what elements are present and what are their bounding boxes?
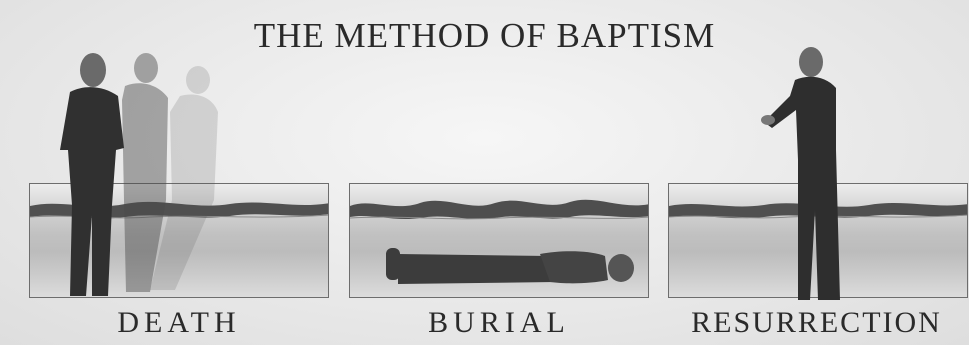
water-panel-death: [29, 183, 329, 298]
stage-label-death: DEATH: [29, 305, 329, 341]
lying-figure: [386, 248, 634, 284]
page-title: THE METHOD OF BAPTISM: [0, 16, 969, 56]
stage-label-resurrection: RESURRECTION: [664, 305, 969, 341]
water-panel-burial: [349, 183, 649, 298]
stage-label-burial: BURIAL: [349, 305, 649, 341]
water-panel-resurrection: [668, 183, 968, 298]
